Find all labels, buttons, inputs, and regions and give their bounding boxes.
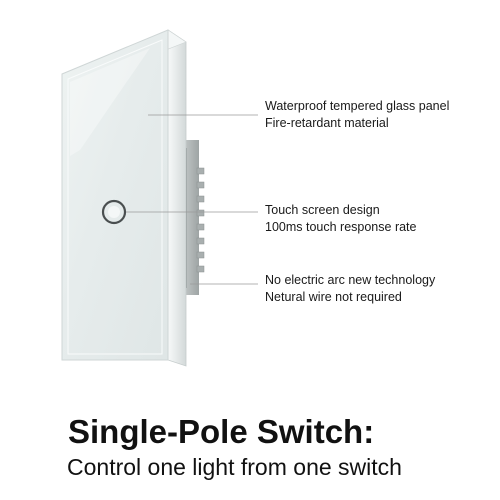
feature-callout-touch: Touch screen design 100ms touch response… bbox=[265, 202, 416, 236]
feature-line: Waterproof tempered glass panel bbox=[265, 99, 450, 113]
mounting-tabs bbox=[196, 167, 205, 273]
glass-panel bbox=[61, 29, 169, 361]
glass-reflection bbox=[70, 48, 150, 156]
feature-line: No electric arc new technology bbox=[265, 273, 436, 287]
switch-product-image bbox=[61, 29, 258, 367]
product-subheadline: Control one light from one switch bbox=[67, 454, 402, 480]
feature-line: 100ms touch response rate bbox=[265, 220, 417, 234]
feature-line: Netural wire not required bbox=[265, 290, 402, 304]
feature-callout-wiring: No electric arc new technology Netural w… bbox=[265, 272, 435, 306]
feature-line: Touch screen design bbox=[265, 203, 380, 217]
panel-side-edge bbox=[167, 29, 187, 367]
panel-inner-frame bbox=[67, 39, 163, 355]
callout-lines bbox=[126, 114, 258, 285]
feature-line: Fire-retardant material bbox=[265, 116, 389, 130]
product-headline: Single-Pole Switch: bbox=[68, 413, 375, 450]
feature-callout-glass: Waterproof tempered glass panel Fire-ret… bbox=[265, 98, 449, 132]
touch-ring-icon bbox=[101, 199, 127, 225]
